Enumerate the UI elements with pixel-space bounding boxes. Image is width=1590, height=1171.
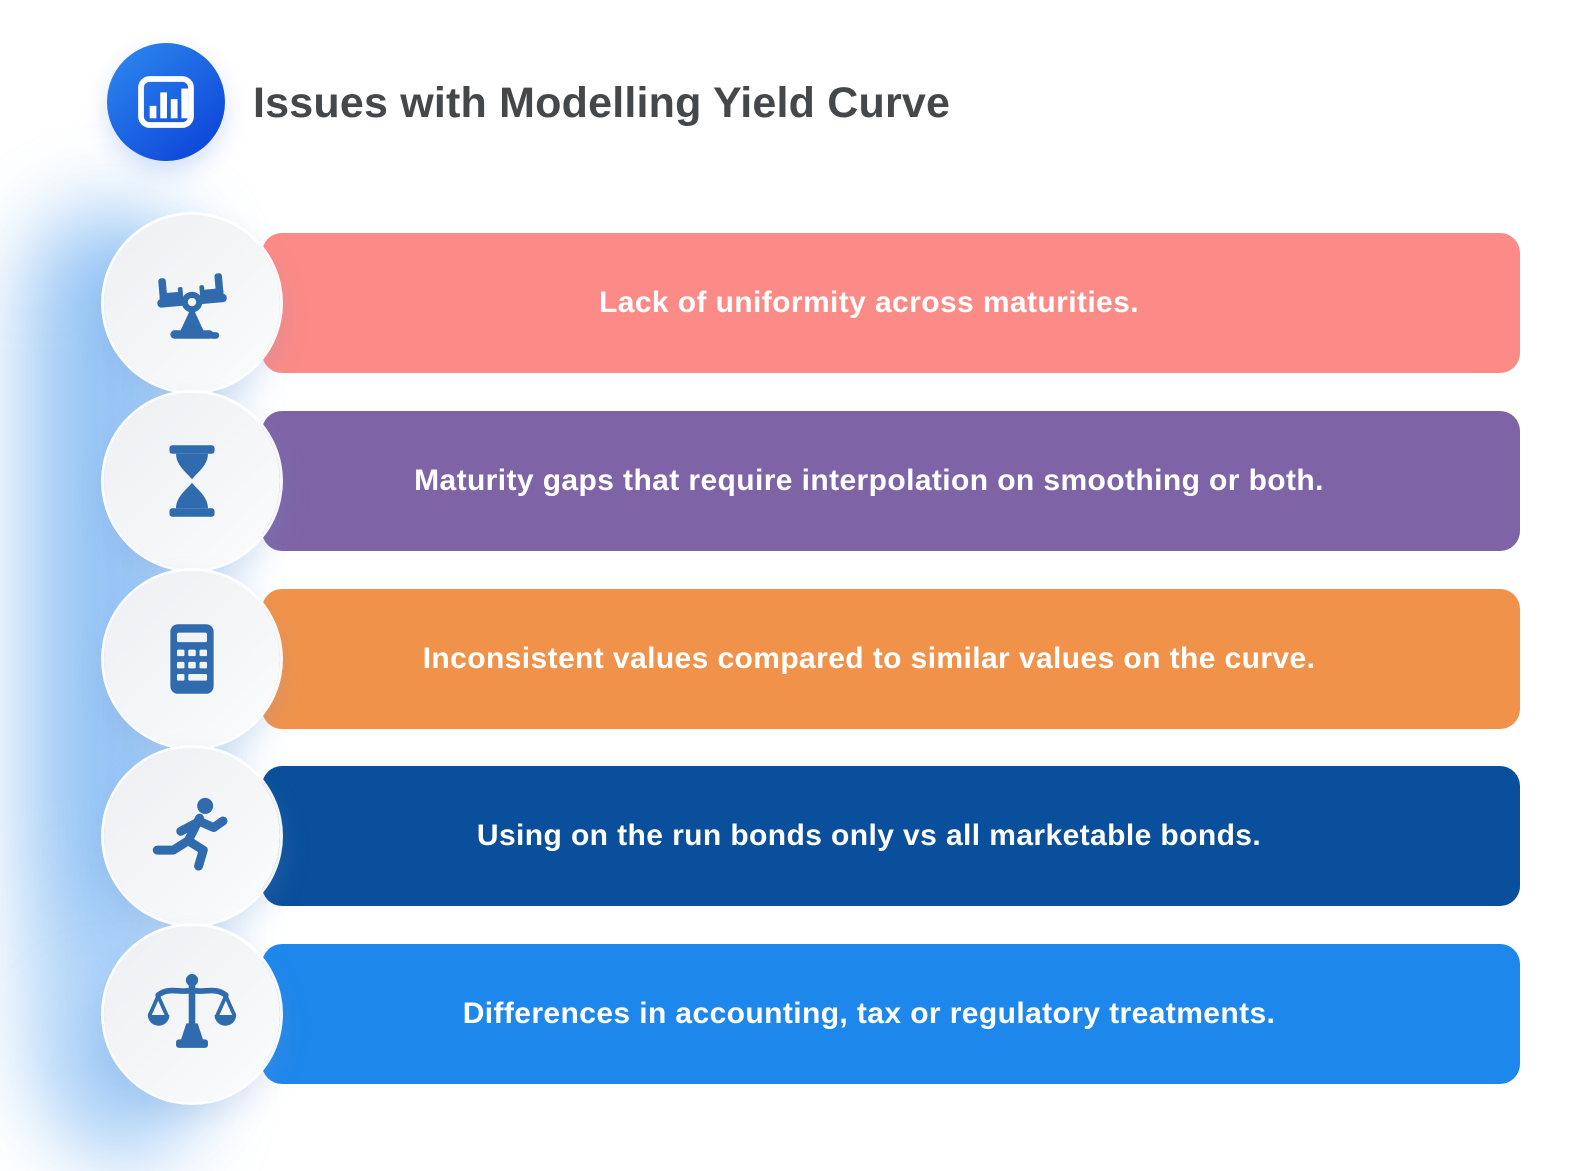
issue-row: Using on the run bonds only vs all marke… <box>0 748 1590 924</box>
issue-label: Differences in accounting, tax or regula… <box>462 997 1276 1030</box>
hourglass-icon <box>169 445 215 517</box>
icon-circle <box>104 393 280 569</box>
issue-label: Using on the run bonds only vs all marke… <box>476 819 1262 852</box>
issue-row: Differences in accounting, tax or regula… <box>0 926 1590 1102</box>
issue-bar: Using on the run bonds only vs all marke… <box>262 766 1520 906</box>
issue-bar: Lack of uniformity across maturities. <box>262 233 1520 373</box>
icon-circle <box>104 215 280 391</box>
issue-label: Inconsistent values compared to similar … <box>422 642 1316 675</box>
icon-circle <box>104 926 280 1102</box>
icon-circle <box>104 748 280 924</box>
issue-row: Lack of uniformity across maturities. <box>0 215 1590 391</box>
issue-label: Maturity gaps that require interpolation… <box>414 464 1324 497</box>
page-title: Issues with Modelling Yield Curve <box>253 79 951 127</box>
bar-chart-icon <box>138 76 194 128</box>
issue-label: Lack of uniformity across maturities. <box>599 286 1139 319</box>
runner-icon <box>152 797 228 871</box>
title-badge <box>107 43 225 161</box>
issue-row: Maturity gaps that require interpolation… <box>0 393 1590 569</box>
issue-bar: Differences in accounting, tax or regula… <box>262 944 1520 1084</box>
issue-bar: Inconsistent values compared to similar … <box>262 589 1520 729</box>
seesaw-icon <box>157 273 227 339</box>
scales-icon <box>147 974 237 1048</box>
issue-row: Inconsistent values compared to similar … <box>0 571 1590 747</box>
calculator-icon <box>170 624 214 694</box>
issue-bar: Maturity gaps that require interpolation… <box>262 411 1520 551</box>
icon-circle <box>104 571 280 747</box>
